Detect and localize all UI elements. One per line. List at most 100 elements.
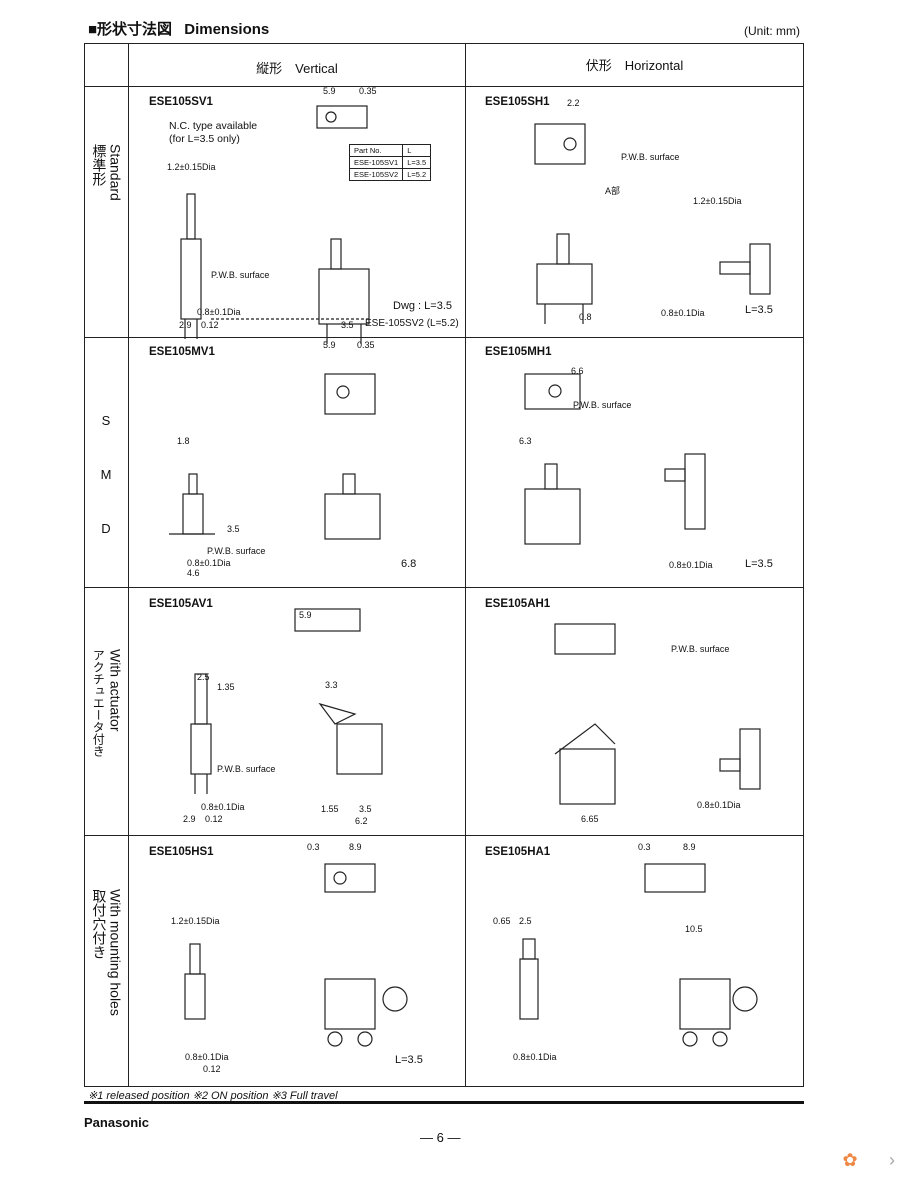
alt-part-label: ESE-105SV2 (L=5.2) bbox=[365, 318, 459, 329]
footnote: ※1 released position ※2 ON position ※3 F… bbox=[88, 1090, 338, 1102]
title-jp: ■形状寸法図 bbox=[88, 21, 173, 38]
l-value: 6.8 bbox=[401, 558, 417, 570]
dim-label: 1.2±0.15Dia bbox=[693, 196, 742, 206]
divider bbox=[85, 587, 803, 588]
page-number: — 6 — bbox=[420, 1130, 461, 1145]
part-name-ah1: ESE105AH1 bbox=[485, 598, 551, 610]
unit-label: (Unit: mm) bbox=[744, 24, 800, 38]
divider bbox=[128, 44, 129, 1086]
dim-label: 0.3 bbox=[638, 842, 651, 852]
divider bbox=[85, 835, 803, 836]
drawing-ah1 bbox=[554, 623, 761, 805]
dim-label: 0.8±0.1Dia bbox=[201, 802, 245, 812]
brand-logo: Panasonic bbox=[84, 1115, 150, 1130]
dim-label: 3.3 bbox=[325, 680, 338, 690]
dim-label: 0.8±0.1Dia bbox=[513, 1052, 557, 1062]
part-name-sh1: ESE105SH1 bbox=[485, 96, 550, 108]
dim-label: P.W.B. surface bbox=[573, 400, 632, 410]
dim-label: 5.9 bbox=[323, 340, 336, 350]
row-label-jp: 取付穴付き bbox=[91, 889, 108, 959]
dim-label: 6.6 bbox=[571, 366, 584, 376]
nc-note: N.C. type available (for L=3.5 only) bbox=[169, 120, 258, 146]
drawing-ha1 bbox=[519, 863, 758, 1047]
drawing-mh1 bbox=[524, 373, 706, 545]
drawing-sh1 bbox=[534, 123, 771, 324]
dim-label: 3.5 bbox=[359, 804, 372, 814]
row-label-en: Standard bbox=[107, 144, 124, 201]
dim-label: 0.3 bbox=[307, 842, 320, 852]
title-en: Dimensions bbox=[184, 21, 270, 38]
dim-label: 6.2 bbox=[355, 816, 368, 826]
drawing-sv1 bbox=[180, 105, 371, 344]
dim-label: 0.8±0.1Dia bbox=[661, 308, 705, 318]
dim-label: P.W.B. surface bbox=[217, 764, 276, 774]
part-name-av1: ESE105AV1 bbox=[149, 598, 213, 610]
dwg-label: Dwg : L=3.5 bbox=[393, 300, 453, 312]
dim-label: 0.8±0.1Dia bbox=[185, 1052, 229, 1062]
table-cell: L=5.2 bbox=[402, 168, 432, 181]
row-label-en: With actuator bbox=[107, 649, 124, 732]
dim-label: P.W.B. surface bbox=[621, 152, 680, 162]
row-label-smd: SMD bbox=[89, 394, 125, 544]
dim-label: 0.8±0.1Dia bbox=[197, 307, 241, 317]
dim-label: 0.65 bbox=[493, 916, 511, 926]
table-cell: ESE-105SV2 bbox=[348, 168, 404, 181]
dim-label: 2.9 bbox=[179, 320, 192, 330]
dim-label: 8.9 bbox=[683, 842, 696, 852]
dim-label: 0.35 bbox=[359, 86, 377, 96]
dim-label: 1.2±0.15Dia bbox=[167, 162, 216, 172]
dim-label: 0.8 bbox=[579, 312, 592, 322]
dim-label: 6.65 bbox=[581, 814, 599, 824]
part-name-hs1: ESE105HS1 bbox=[149, 846, 214, 858]
l-value: L=3.5 bbox=[395, 1054, 423, 1066]
dim-label: 3.5 bbox=[341, 320, 354, 330]
part-name-sv1: ESE105SV1 bbox=[149, 96, 213, 108]
dim-label: 0.8±0.1Dia bbox=[697, 800, 741, 810]
part-name-mv1: ESE105MV1 bbox=[149, 346, 215, 358]
dim-label: A部 bbox=[605, 186, 621, 196]
page-title: ■形状寸法図 Dimensions bbox=[88, 18, 269, 39]
row-label-jp: アクチュエータ付き bbox=[91, 649, 106, 757]
dim-label: 3.5 bbox=[227, 524, 240, 534]
row-label-standard: 標準形 Standard bbox=[89, 144, 125, 294]
row-label-jp: 標準形 bbox=[91, 144, 108, 186]
drawing-mv1 bbox=[169, 373, 381, 540]
l-value: L=3.5 bbox=[745, 304, 773, 316]
column-header-horizontal: 伏形 Horizontal bbox=[585, 58, 684, 73]
dim-label: 0.12 bbox=[203, 1064, 221, 1074]
row-label-mounting: 取付穴付き With mounting holes bbox=[89, 889, 125, 1059]
dim-label: 2.2 bbox=[567, 98, 580, 108]
dim-label: 0.12 bbox=[201, 320, 219, 330]
dim-label: 1.2±0.15Dia bbox=[171, 916, 220, 926]
column-header-vertical: 縦形 Vertical bbox=[256, 61, 338, 76]
divider bbox=[85, 86, 803, 87]
divider bbox=[465, 44, 466, 1086]
dim-label: 0.8±0.1Dia bbox=[669, 560, 713, 570]
dim-label: 6.3 bbox=[519, 436, 532, 446]
divider bbox=[85, 337, 803, 338]
row-label-en: With mounting holes bbox=[107, 889, 124, 1016]
dim-label: P.W.B. surface bbox=[211, 270, 270, 280]
row-label-actuator: アクチュエータ付き With actuator bbox=[89, 649, 125, 809]
footer-rule bbox=[84, 1101, 804, 1104]
dim-label: 1.55 bbox=[321, 804, 339, 814]
dim-label: 2.9 bbox=[183, 814, 196, 824]
pinwheel-logo-icon[interactable]: ✿ bbox=[842, 1150, 858, 1170]
dim-label: 1.35 bbox=[217, 682, 235, 692]
row-label-en: SMD bbox=[100, 413, 112, 536]
dim-label: 5.9 bbox=[299, 610, 312, 620]
dim-label: 10.5 bbox=[685, 924, 703, 934]
chevron-right-icon[interactable]: › bbox=[889, 1150, 895, 1170]
dimensions-table: 縦形 Vertical 伏形 Horizontal 標準形 Standard S… bbox=[84, 43, 804, 1087]
dim-label: 1.8 bbox=[177, 436, 190, 446]
part-name-ha1: ESE105HA1 bbox=[485, 846, 551, 858]
dim-label: 5.9 bbox=[323, 86, 336, 96]
dim-label: P.W.B. surface bbox=[207, 546, 266, 556]
dim-label: P.W.B. surface bbox=[671, 644, 730, 654]
dim-label: 8.9 bbox=[349, 842, 362, 852]
dim-label: 2.5 bbox=[197, 672, 210, 682]
dim-label: 0.35 bbox=[357, 340, 375, 350]
drawing-hs1 bbox=[184, 863, 408, 1047]
drawing-av1 bbox=[190, 608, 383, 794]
